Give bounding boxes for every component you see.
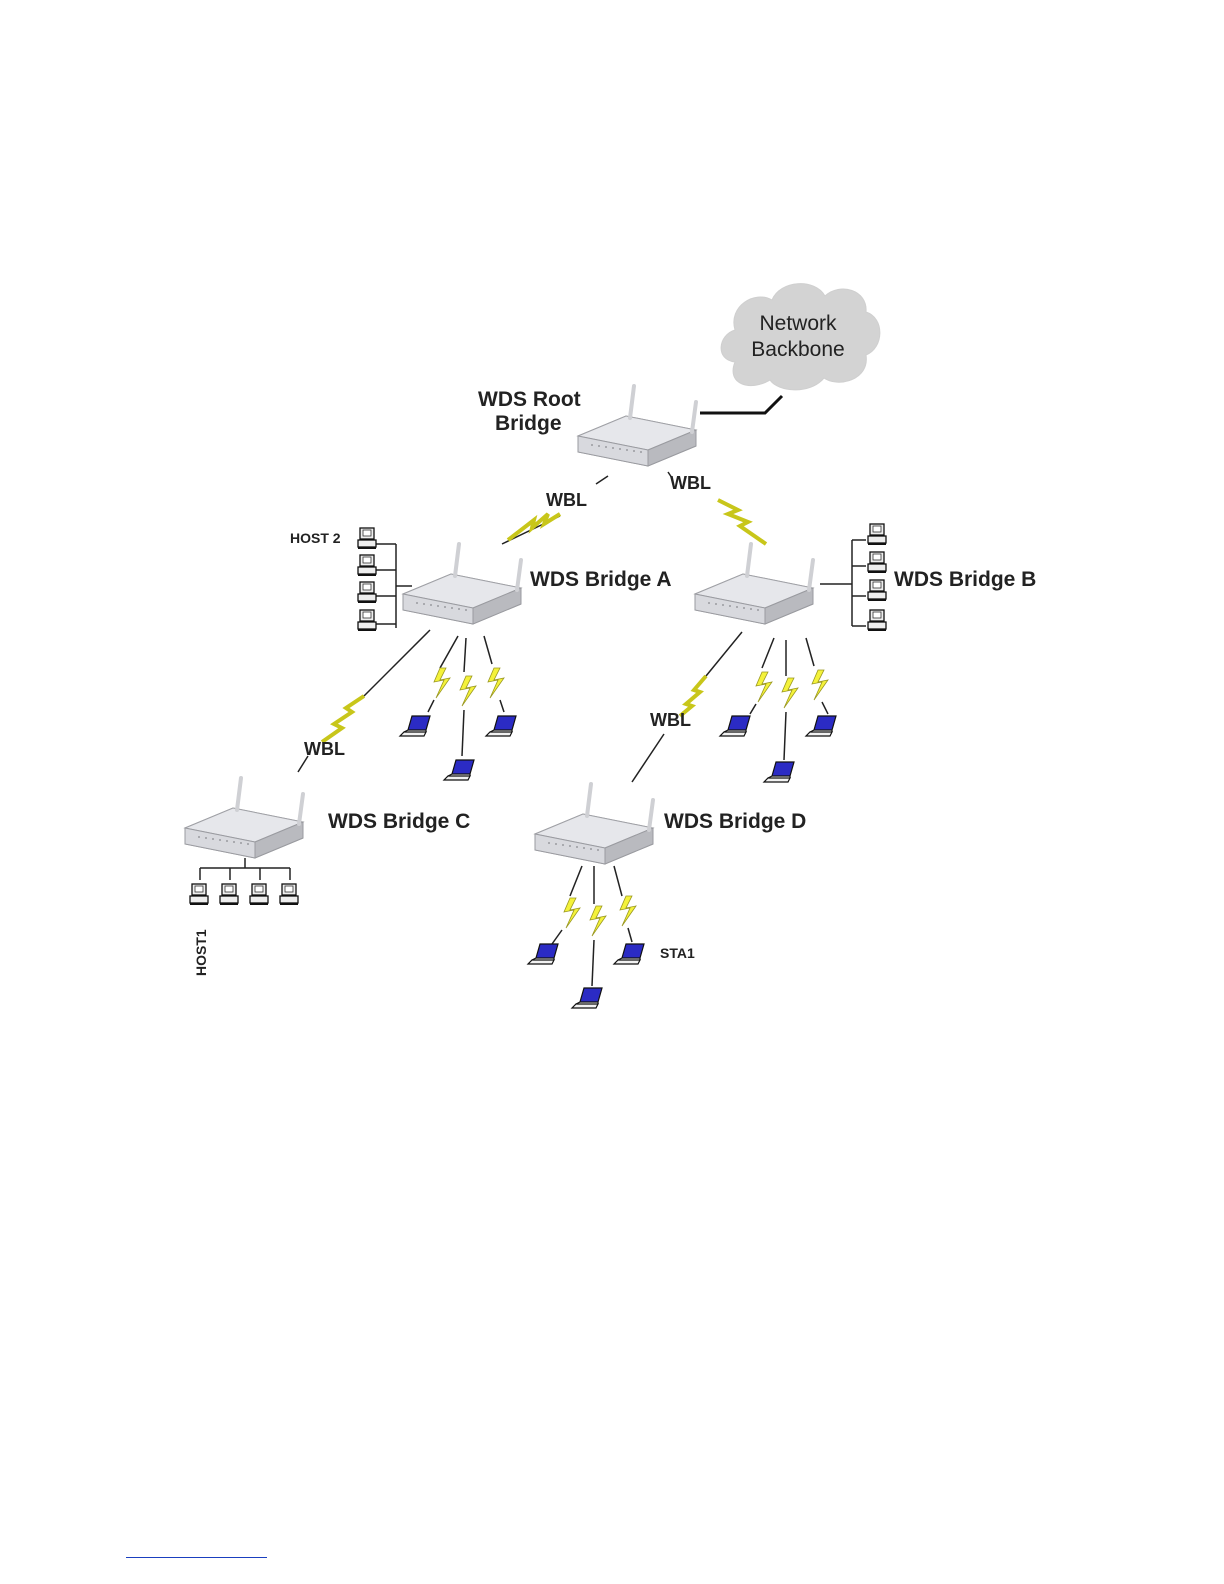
bridge-d-router-icon <box>535 784 653 864</box>
bridge-c-label: WDS Bridge C <box>328 810 470 833</box>
desktop-pc-icon <box>868 524 886 545</box>
wbl-link-a-c: WBL <box>298 630 430 772</box>
desktop-pc-icon <box>358 610 376 631</box>
desktop-pc-icon <box>358 555 376 576</box>
host1-label: HOST1 <box>193 929 209 976</box>
wbl-link-root-b: WBL <box>668 472 766 544</box>
root-bridge-label-line1: WDS Root <box>478 388 581 411</box>
bridge-a-label: WDS Bridge A <box>530 568 672 591</box>
laptop-icon <box>400 716 430 736</box>
wbl-label-b-d: WBL <box>650 710 691 730</box>
host2-label: HOST 2 <box>290 530 341 546</box>
bridge-a-wired-hosts <box>358 528 412 631</box>
bridge-a-wireless-clients <box>400 636 516 780</box>
bridge-b-router-icon <box>695 544 813 624</box>
root-bridge-router-icon <box>578 386 696 466</box>
desktop-pc-icon <box>358 528 376 549</box>
wbl-label-a-c: WBL <box>304 739 345 759</box>
desktop-pc-icon <box>868 610 886 631</box>
laptop-icon <box>720 716 750 736</box>
bridge-c-router-icon <box>185 778 303 858</box>
laptop-icon <box>764 762 794 782</box>
sta1-label: STA1 <box>660 945 695 961</box>
desktop-pc-icon <box>220 884 238 905</box>
desktop-pc-icon <box>868 580 886 601</box>
network-backbone-cloud: Network Backbone <box>721 284 880 390</box>
cloud-label-line2: Backbone <box>751 338 844 361</box>
bridge-a-router-icon <box>403 544 521 624</box>
desktop-pc-icon <box>868 552 886 573</box>
footnote-separator <box>126 1557 267 1558</box>
bridge-b-wireless-clients <box>720 638 836 782</box>
laptop-icon <box>486 716 516 736</box>
wbl-label-root-a: WBL <box>546 490 587 510</box>
bridge-b-wired-hosts <box>820 524 886 631</box>
bridge-c-wired-hosts <box>190 858 298 905</box>
desktop-pc-icon <box>280 884 298 905</box>
cloud-label-line1: Network <box>759 312 837 335</box>
laptop-icon <box>444 760 474 780</box>
bridge-d-wireless-clients <box>528 866 644 1008</box>
bridge-b-label: WDS Bridge B <box>894 568 1036 591</box>
root-bridge-label-line2: Bridge <box>495 412 562 435</box>
desktop-pc-icon <box>190 884 208 905</box>
wbl-label-root-b: WBL <box>670 473 711 493</box>
desktop-pc-icon <box>358 582 376 603</box>
wbl-link-root-a: WBL <box>502 476 608 544</box>
backbone-cable <box>700 396 782 413</box>
desktop-pc-icon <box>250 884 268 905</box>
laptop-icon <box>528 944 558 964</box>
laptop-icon <box>572 988 602 1008</box>
bridge-d-label: WDS Bridge D <box>664 810 806 833</box>
laptop-icon <box>614 944 644 964</box>
laptop-icon <box>806 716 836 736</box>
wbl-link-b-d: WBL <box>632 632 742 782</box>
